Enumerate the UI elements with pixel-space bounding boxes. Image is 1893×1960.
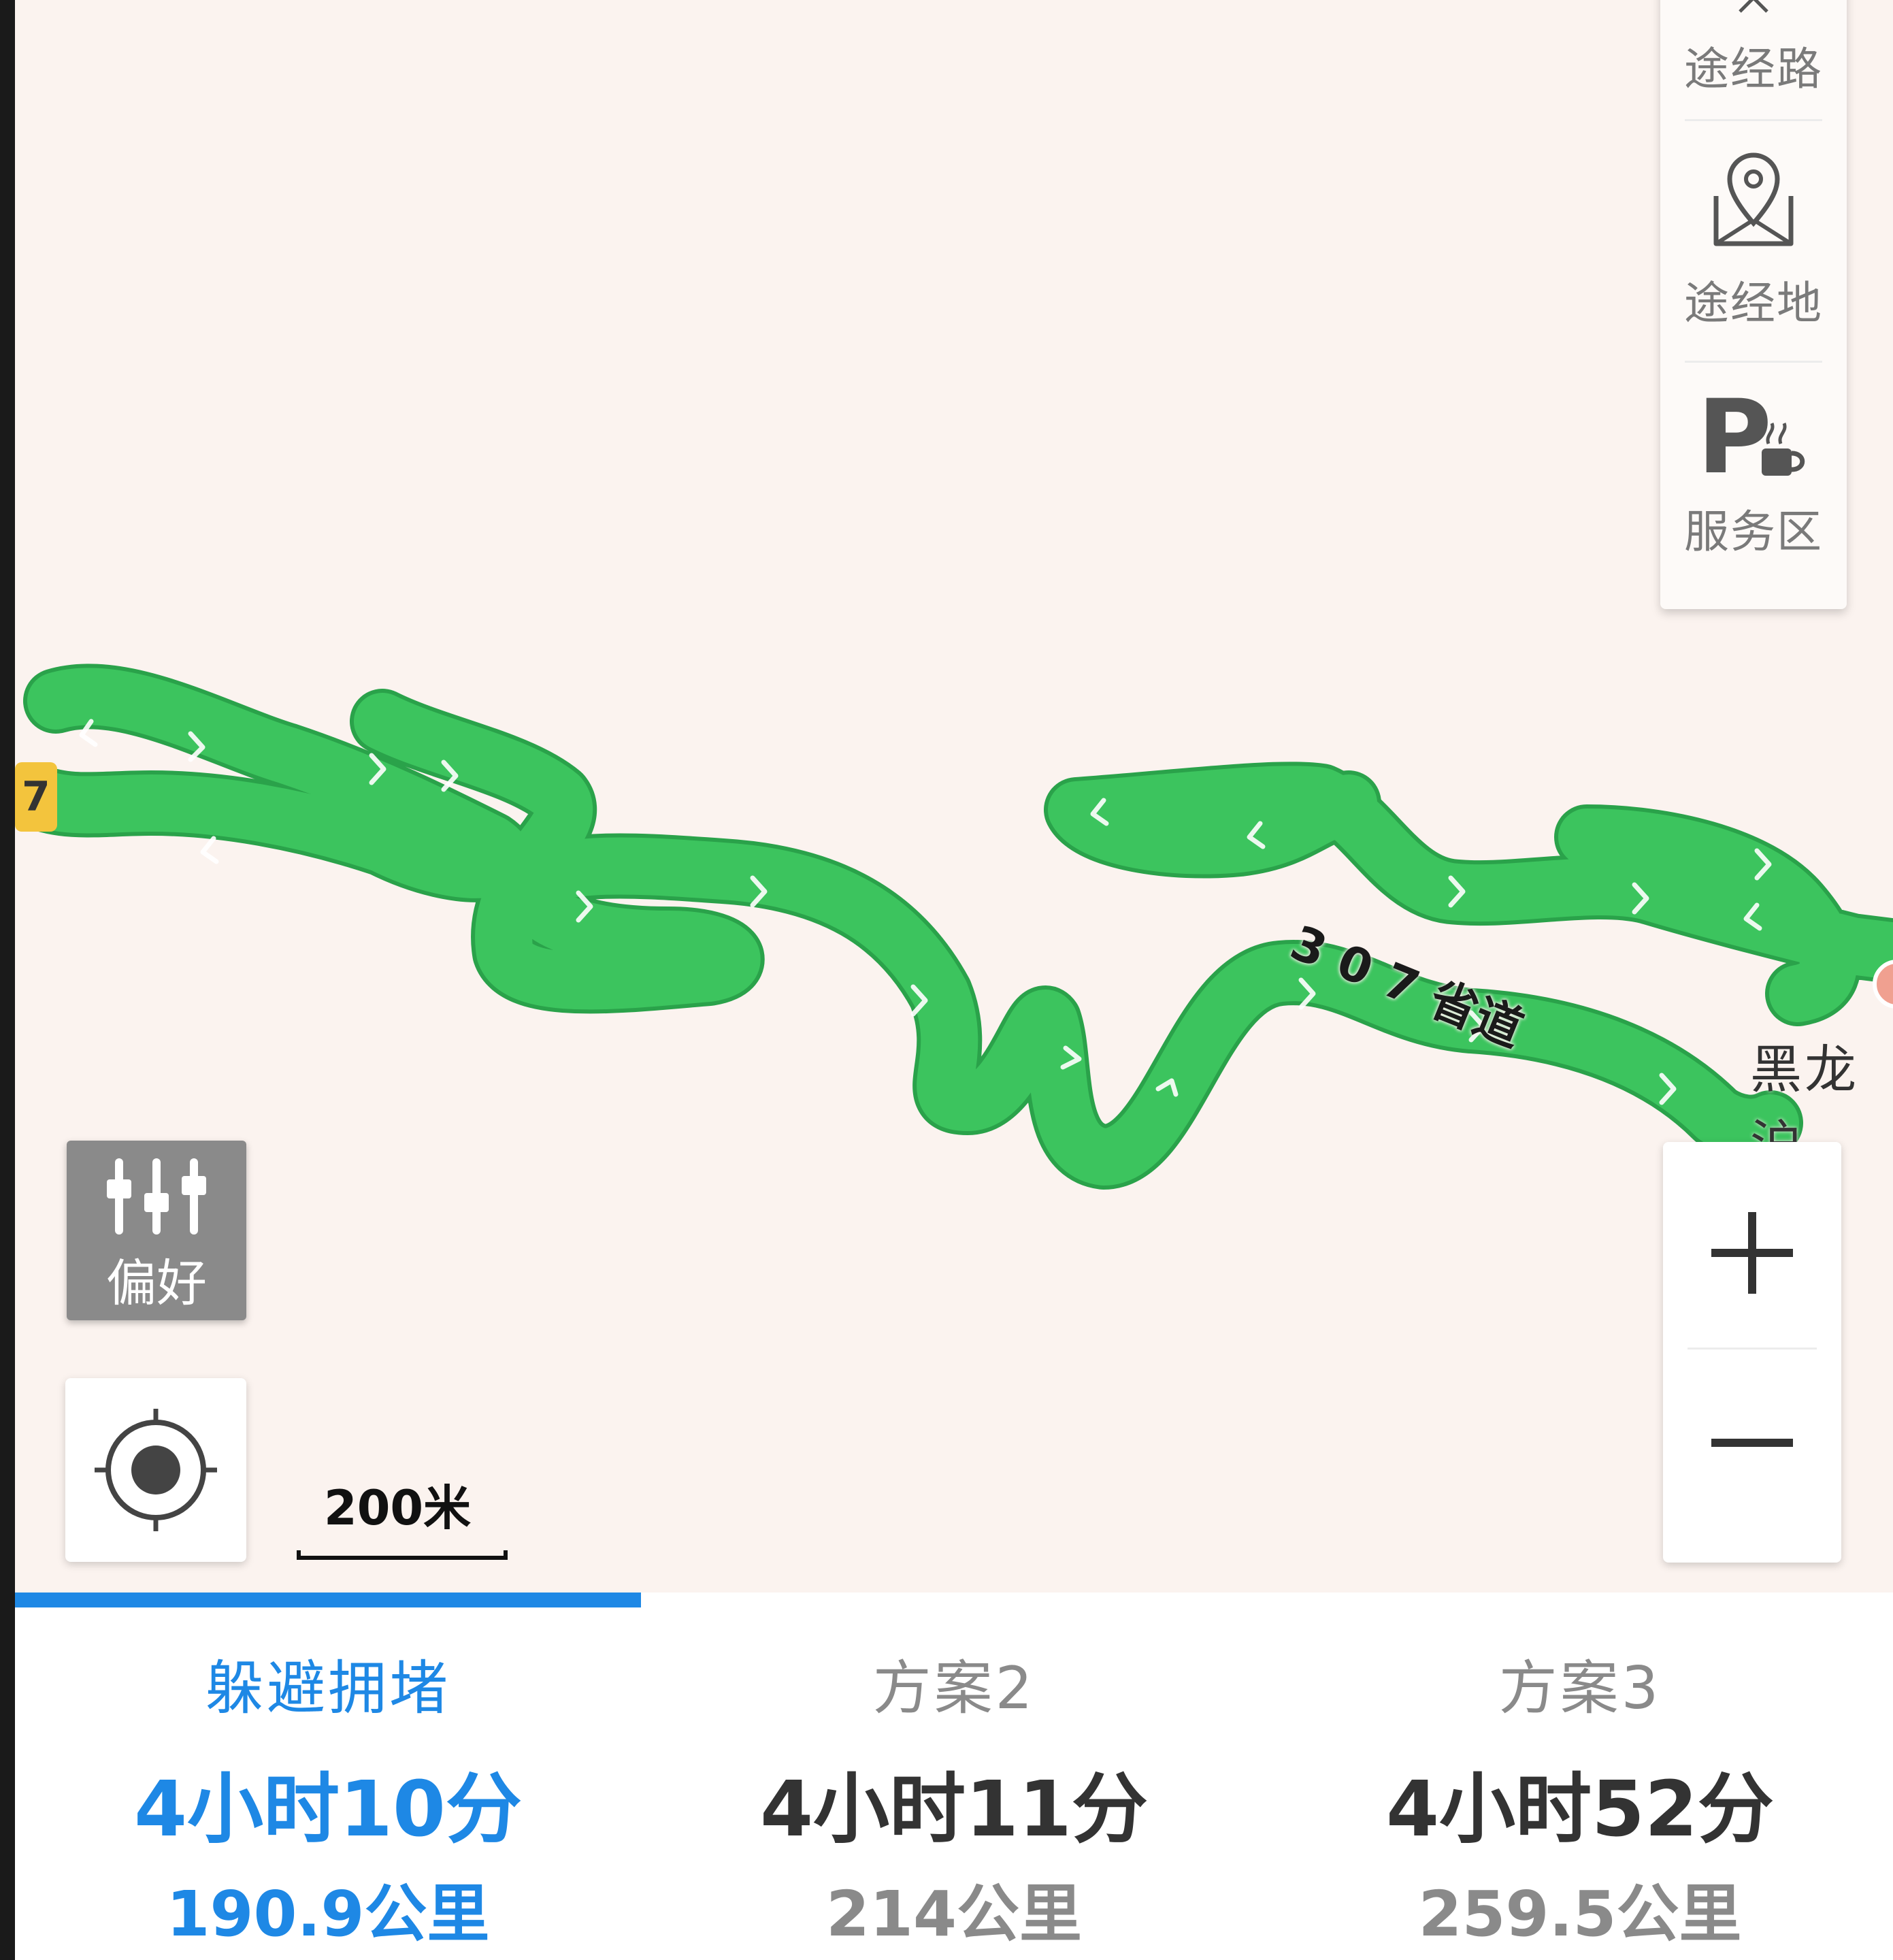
- map-pin-icon: [1713, 152, 1794, 246]
- route-option-3[interactable]: 方案3 4小时52分 259.5公里: [1267, 1592, 1893, 1960]
- route-name: 方案3: [1498, 1654, 1662, 1722]
- map-screen: 7 3 0 7 省道 黑龙沪 途经路 途经地 P: [15, 0, 1893, 1960]
- direction-arrow: [1743, 902, 1762, 931]
- divider: [1685, 119, 1822, 121]
- road-shield: 7: [15, 762, 57, 832]
- route-tools-panel: 途经路 途经地 P 服务区: [1660, 0, 1847, 609]
- scale-line: [297, 1550, 508, 1560]
- plus-icon: [1711, 1212, 1793, 1294]
- route-path[interactable]: [15, 668, 1893, 1186]
- parking-coffee-icon: P: [1697, 391, 1805, 486]
- route-distance: 214公里: [825, 1878, 1083, 1950]
- direction-arrow: [1468, 1010, 1486, 1043]
- route-distance: 259.5公里: [1418, 1878, 1742, 1950]
- direction-arrow: [1754, 848, 1772, 881]
- via-road-button[interactable]: 途经路: [1660, 0, 1847, 122]
- route-arrows: [79, 719, 1772, 1105]
- direction-arrow: [1090, 798, 1109, 826]
- direction-arrow: [1298, 977, 1316, 1010]
- road-icon: [1739, 0, 1768, 13]
- map-scale: 200米: [278, 1463, 509, 1565]
- direction-arrow: [1632, 882, 1649, 915]
- route-distance: 190.9公里: [166, 1878, 490, 1950]
- route-duration: 4小时11分: [760, 1765, 1148, 1854]
- divider: [1688, 1348, 1817, 1350]
- direction-arrow: [441, 760, 459, 792]
- direction-arrow: [1060, 1045, 1082, 1070]
- direction-arrow: [1247, 821, 1266, 849]
- direction-arrow: [1448, 875, 1466, 908]
- minus-icon: [1711, 1439, 1793, 1447]
- via-point-label: 途经地: [1684, 277, 1823, 329]
- service-area-button[interactable]: P 服务区: [1660, 362, 1847, 607]
- zoom-control: [1663, 1142, 1841, 1563]
- direction-arrow: [79, 719, 98, 747]
- zoom-in-button[interactable]: [1663, 1142, 1841, 1346]
- via-road-label: 途经路: [1684, 43, 1823, 95]
- zoom-out-button[interactable]: [1663, 1350, 1841, 1554]
- service-area-label: 服务区: [1684, 506, 1823, 558]
- direction-arrow: [1155, 1078, 1179, 1097]
- route-option-2[interactable]: 方案2 4小时11分 214公里: [641, 1592, 1267, 1960]
- route-layer: [15, 664, 1893, 1190]
- preferences-button[interactable]: 偏好: [67, 1141, 246, 1320]
- route-name: 躲避拥堵: [205, 1654, 450, 1722]
- sliders-icon: [107, 1158, 206, 1235]
- locate-me-button[interactable]: [65, 1378, 246, 1562]
- route-options-panel: 躲避拥堵 4小时10分 190.9公里 方案2 4小时11分 214公里 方案3…: [15, 1592, 1893, 1960]
- active-route-indicator: [15, 1592, 641, 1607]
- scale-label: 200米: [324, 1480, 472, 1536]
- direction-arrow: [750, 875, 768, 908]
- location-target-icon: [95, 1409, 217, 1531]
- direction-arrow: [576, 890, 593, 923]
- preferences-label: 偏好: [106, 1254, 207, 1313]
- direction-arrow: [200, 836, 219, 864]
- map-view[interactable]: 7 3 0 7 省道 黑龙沪: [15, 0, 1893, 1592]
- direction-arrow: [369, 753, 386, 785]
- via-point-button[interactable]: 途经地: [1660, 122, 1847, 361]
- route-duration: 4小时52分: [1386, 1765, 1774, 1854]
- direction-arrow: [188, 731, 205, 762]
- divider: [1685, 361, 1822, 363]
- direction-arrow: [910, 984, 928, 1017]
- route-name: 方案2: [872, 1654, 1036, 1722]
- route-duration: 4小时10分: [134, 1765, 522, 1854]
- route-option-1[interactable]: 躲避拥堵 4小时10分 190.9公里: [15, 1592, 641, 1960]
- svg-text:P: P: [1697, 391, 1772, 486]
- direction-arrow: [1659, 1073, 1677, 1105]
